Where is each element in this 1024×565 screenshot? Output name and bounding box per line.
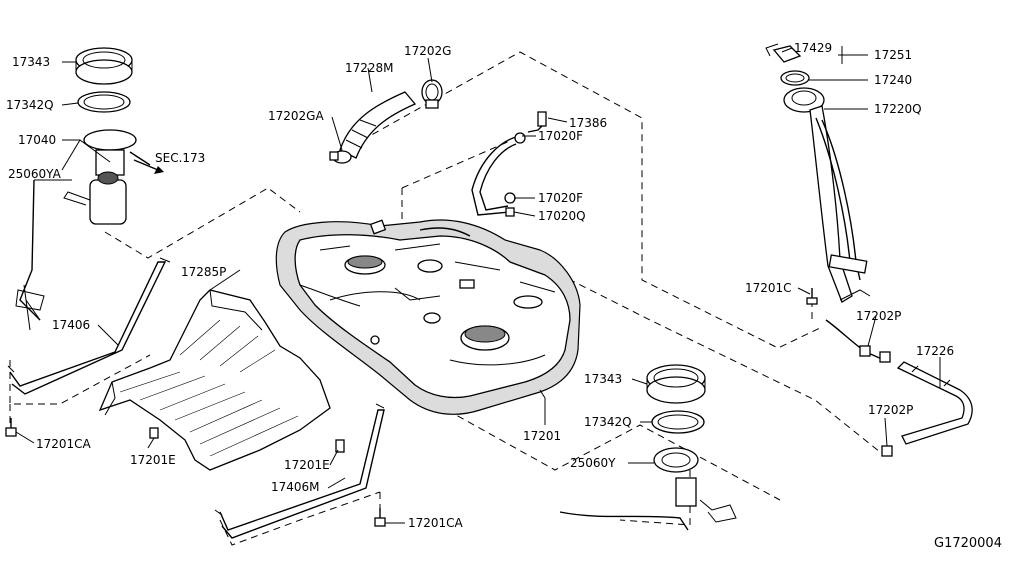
valve-17386: [527, 111, 547, 133]
filler-neck-17220Q: [783, 87, 871, 303]
bolt-17201CA-bottom: [374, 508, 386, 527]
callout-17020Q: 17020Q: [538, 209, 586, 223]
clamp-17202GA: [329, 150, 352, 164]
callout-sec173: SEC.173: [155, 151, 205, 165]
fuel-tank-17201: [275, 219, 581, 415]
callout-17251: 17251: [874, 48, 912, 62]
callout-17020F-a: 17020F: [538, 129, 583, 143]
callout-17202P-upper: 17202P: [856, 309, 901, 323]
callout-17202GA: 17202GA: [268, 109, 324, 123]
callout-17429: 17429: [794, 41, 832, 55]
callout-25060Y: 25060Y: [570, 456, 616, 470]
hose-17226: [896, 361, 973, 445]
sec173-arrowhead: [154, 166, 164, 174]
gasket-17240: [780, 70, 810, 86]
seal-17342Q-bottom: [651, 410, 705, 434]
callout-17226: 17226: [916, 344, 954, 358]
callout-17406: 17406: [52, 318, 90, 332]
callout-17386: 17386: [569, 116, 607, 130]
lock-ring-17343-top: [75, 47, 133, 85]
callout-17342Q-top: 17342Q: [6, 98, 54, 112]
callout-17202P-lower: 17202P: [868, 403, 913, 417]
callout-17201C: 17201C: [745, 281, 792, 295]
hose-17020Q: [471, 132, 526, 217]
callout-17201E-right: 17201E: [284, 458, 330, 472]
bolt-17201CA-left: [5, 418, 17, 437]
callout-17020F-b: 17020F: [538, 191, 583, 205]
clip-17201E-left: [149, 427, 159, 439]
clamp-17202P-lower: [881, 445, 893, 457]
sender-unit-25060Y: [559, 447, 737, 531]
clamp-17202G: [421, 79, 443, 109]
callout-17343-top: 17343: [12, 55, 50, 69]
callout-17240: 17240: [874, 73, 912, 87]
callout-17220Q: 17220Q: [874, 102, 922, 116]
clamp-17202P-upper: [825, 319, 891, 363]
sec173-arrow: [133, 159, 159, 171]
callout-17201E-left: 17201E: [130, 453, 176, 467]
seal-17342Q-top: [77, 91, 131, 113]
callout-17228M: 17228M: [345, 61, 394, 75]
lock-ring-17343-bottom: [646, 364, 706, 404]
strap-17406M: [214, 403, 385, 539]
callout-17285P: 17285P: [181, 265, 226, 279]
diagram-id: G1720004: [934, 536, 1002, 551]
callout-17406M: 17406M: [271, 480, 320, 494]
bolt-17201C: [806, 288, 818, 305]
leader-lines: [15, 46, 941, 524]
callout-17343-bottom: 17343: [584, 372, 622, 386]
callout-17201CA-left: 17201CA: [36, 437, 92, 451]
filler-cap-17251: [765, 43, 802, 63]
heat-shield-17285P: [98, 289, 331, 471]
callout-17040: 17040: [18, 133, 56, 147]
callout-17202G: 17202G: [404, 44, 451, 58]
hose-17228M: [339, 91, 417, 159]
callout-17342Q-bottom: 17342Q: [584, 415, 632, 429]
clip-17201E-right: [335, 439, 345, 453]
callout-17201: 17201: [523, 429, 561, 443]
callout-17201CA-bottom: 17201CA: [408, 516, 464, 530]
callout-25060YA: 25060YA: [8, 167, 62, 181]
pump-module-17040: [15, 129, 151, 331]
strap-17406: [7, 257, 171, 395]
